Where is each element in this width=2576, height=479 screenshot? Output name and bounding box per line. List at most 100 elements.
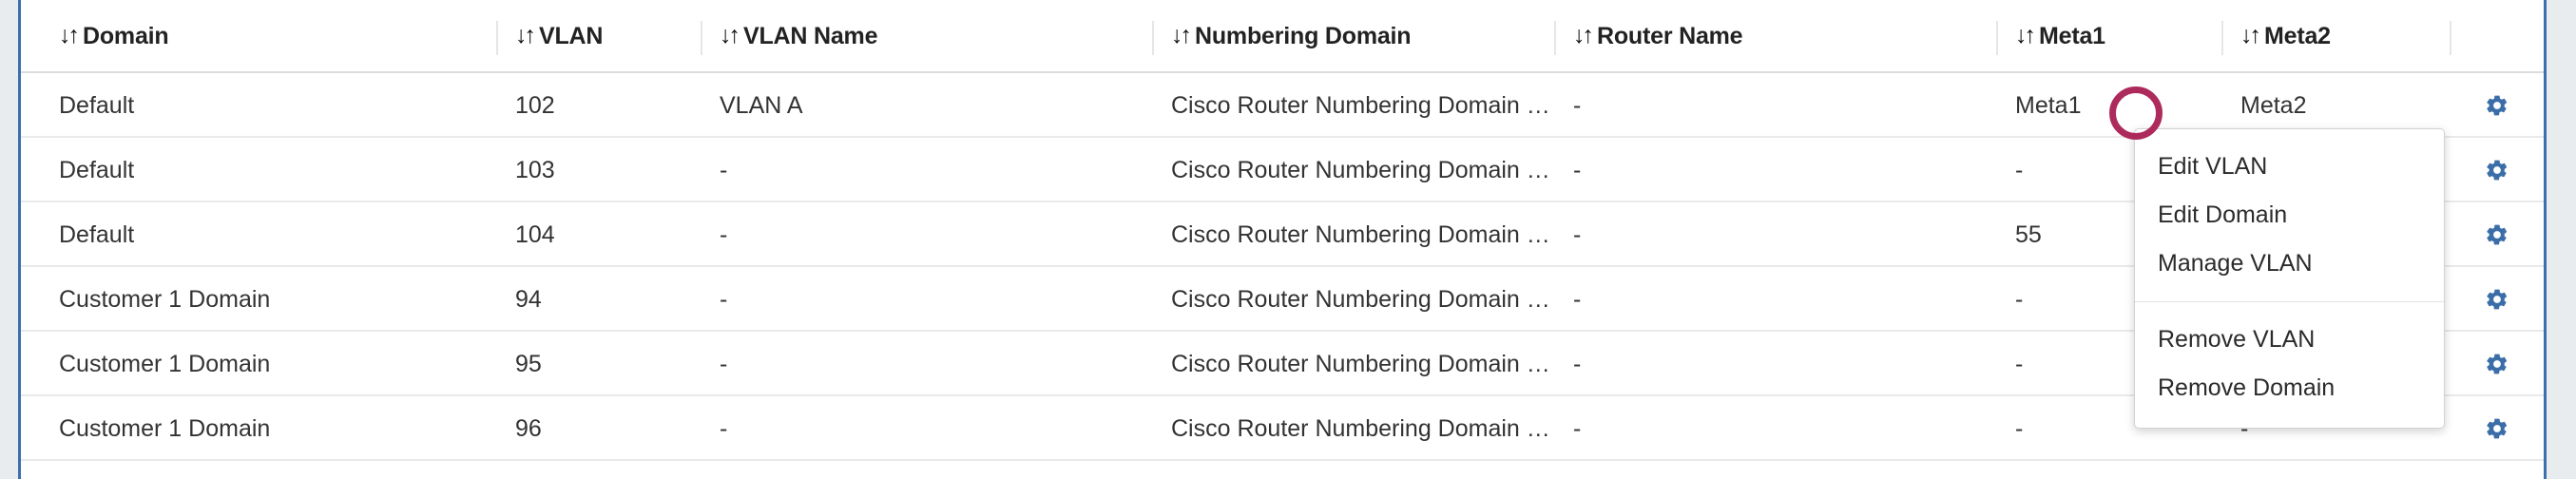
column-header-meta1[interactable]: ↓↑Meta1 <box>1996 0 2221 73</box>
gear-icon <box>2486 354 2507 374</box>
cell-vlan_name: - <box>720 350 728 377</box>
column-divider <box>2450 21 2451 55</box>
menu-item-edit-domain[interactable]: Edit Domain <box>2158 201 2288 228</box>
column-header-label: ↓↑Meta1 <box>1996 22 2105 50</box>
cell-vlan: 103 <box>515 156 555 183</box>
menu-item-remove-vlan[interactable]: Remove VLAN <box>2158 326 2316 353</box>
cell-numbering_domain: Cisco Router Numbering Domain for … <box>1171 286 1554 313</box>
column-header-actions <box>2450 0 2544 73</box>
cell-router_name: - <box>1573 156 1582 183</box>
menu-item-remove-domain[interactable]: Remove Domain <box>2158 374 2336 401</box>
column-header-vlan[interactable]: ↓↑VLAN <box>496 0 701 73</box>
column-header-label: ↓↑Router Name <box>1554 22 1743 50</box>
column-divider <box>2221 21 2223 55</box>
cell-meta1: - <box>2015 156 2024 183</box>
sort-toggle-icon[interactable]: ↓↑ <box>1171 22 1192 48</box>
column-header-vlan_name[interactable]: ↓↑VLAN Name <box>701 0 1152 73</box>
column-header-meta2[interactable]: ↓↑Meta2 <box>2221 0 2450 73</box>
cell-domain: Customer 1 Domain <box>59 414 271 442</box>
sort-toggle-icon[interactable]: ↓↑ <box>720 22 740 48</box>
sort-toggle-icon[interactable]: ↓↑ <box>515 22 536 48</box>
gear-icon <box>2486 224 2507 245</box>
cell-vlan_name: - <box>720 285 728 313</box>
column-divider <box>701 21 702 55</box>
table-row[interactable]: Default 102 VLAN A Cisco Router Numbering D… <box>21 73 2544 138</box>
cell-domain: Default <box>59 156 135 183</box>
cell-numbering_domain: Cisco Router Numbering Domain for … <box>1171 92 1554 119</box>
cell-meta1: - <box>2015 414 2024 442</box>
cell-router_name: - <box>1573 220 1582 248</box>
sort-toggle-icon[interactable]: ↓↑ <box>2015 22 2036 48</box>
table-header-row: ↓↑Domain↓↑VLAN↓↑VLAN Name↓↑Numbering Dom… <box>21 0 2544 73</box>
column-header-label: ↓↑Meta2 <box>2221 22 2331 50</box>
gear-icon <box>2486 289 2507 310</box>
cell-domain: Customer 1 Domain <box>59 350 271 377</box>
row-actions-gear-button[interactable] <box>2450 138 2544 202</box>
column-header-label: ↓↑VLAN <box>496 22 604 50</box>
row-actions-gear-button[interactable] <box>2450 267 2544 332</box>
cell-vlan_name: - <box>720 220 728 248</box>
column-title-text: Numbering Domain <box>1195 23 1412 49</box>
column-header-numbering_domain[interactable]: ↓↑Numbering Domain <box>1152 0 1554 73</box>
column-header-label: ↓↑VLAN Name <box>701 22 878 50</box>
cell-router_name: - <box>1573 414 1582 442</box>
column-header-domain[interactable]: ↓↑Domain <box>40 0 496 73</box>
cell-meta1: - <box>2015 350 2024 377</box>
column-title-text: Meta2 <box>2264 23 2331 49</box>
column-divider <box>1554 21 1556 55</box>
menu-item-edit-vlan[interactable]: Edit VLAN <box>2158 153 2268 180</box>
sort-toggle-icon[interactable]: ↓↑ <box>2240 22 2261 48</box>
cell-numbering_domain: Cisco Router Numbering Domain for … <box>1171 221 1554 248</box>
cell-meta1: 55 <box>2015 220 2042 248</box>
column-header-label: ↓↑Domain <box>40 22 169 50</box>
cell-domain: Default <box>59 220 135 248</box>
cell-vlan: 104 <box>515 220 555 248</box>
row-actions-gear-button[interactable] <box>2450 396 2544 461</box>
cell-vlan: 94 <box>515 285 542 313</box>
gear-icon <box>2486 95 2507 116</box>
cell-vlan: 96 <box>515 414 542 442</box>
cell-vlan: 95 <box>515 350 542 377</box>
row-actions-gear-button[interactable] <box>2450 202 2544 267</box>
cell-router_name: - <box>1573 91 1582 119</box>
column-title-text: VLAN <box>539 23 604 49</box>
column-title-text: Domain <box>83 23 169 49</box>
column-title-text: Router Name <box>1597 23 1743 49</box>
cell-vlan: 102 <box>515 91 555 119</box>
cell-meta1: - <box>2015 285 2024 313</box>
cell-vlan_name: VLAN A <box>720 91 803 119</box>
row-actions-gear-button[interactable] <box>2450 332 2544 396</box>
cell-vlan_name: - <box>720 414 728 442</box>
gear-icon <box>2486 160 2507 181</box>
cell-domain: Default <box>59 91 135 119</box>
table-body: Default 102 VLAN A Cisco Router Numbering D… <box>21 73 2544 461</box>
content-panel: ↓↑Domain↓↑VLAN↓↑VLAN Name↓↑Numbering Dom… <box>18 0 2547 479</box>
cell-meta2: Meta2 <box>2240 91 2307 119</box>
menu-item-manage-vlan[interactable]: Manage VLAN <box>2158 250 2313 277</box>
cell-router_name: - <box>1573 285 1582 313</box>
gear-icon <box>2486 418 2507 439</box>
sort-toggle-icon[interactable]: ↓↑ <box>59 22 80 48</box>
column-header-label: ↓↑Numbering Domain <box>1152 22 1412 50</box>
cell-vlan_name: - <box>720 156 728 183</box>
column-title-text: Meta1 <box>2039 23 2105 49</box>
column-title-text: VLAN Name <box>743 23 878 49</box>
menu-divider <box>2135 301 2444 302</box>
row-actions-gear-button[interactable] <box>2450 73 2544 138</box>
cell-numbering_domain: Cisco Router Numbering Domain for … <box>1171 415 1554 442</box>
cell-router_name: - <box>1573 350 1582 377</box>
column-divider <box>1152 21 1154 55</box>
column-divider <box>1996 21 1998 55</box>
column-header-router_name[interactable]: ↓↑Router Name <box>1554 0 1996 73</box>
cell-numbering_domain: Cisco Router Numbering Domain for … <box>1171 157 1554 183</box>
cell-domain: Customer 1 Domain <box>59 285 271 313</box>
vlan-table: ↓↑Domain↓↑VLAN↓↑VLAN Name↓↑Numbering Dom… <box>21 0 2544 479</box>
sort-toggle-icon[interactable]: ↓↑ <box>1573 22 1594 48</box>
